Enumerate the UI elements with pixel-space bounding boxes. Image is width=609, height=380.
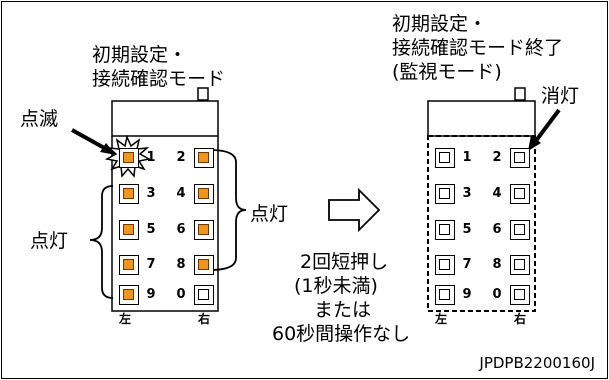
- center-line1: 2回短押し: [300, 251, 389, 273]
- left-led-number-6: 6: [176, 222, 186, 237]
- right-brace: [209, 149, 247, 271]
- transition-arrow: [328, 187, 381, 233]
- right-led-number-5: 5: [462, 222, 472, 237]
- off-arrow-head: [528, 135, 541, 151]
- right-led-number-6: 6: [492, 222, 502, 237]
- right-led-number-8: 8: [492, 257, 502, 272]
- right-led-9: [435, 285, 455, 305]
- right-led-3: [435, 184, 455, 204]
- figure-code: JPDPB2200160J: [479, 354, 595, 372]
- left-side-label: 左: [119, 312, 132, 326]
- right-led-number-7: 7: [462, 257, 472, 272]
- right-led-number-1: 1: [462, 150, 472, 165]
- right-device-dashed-outline: [427, 135, 536, 312]
- right-side-label: 右: [198, 312, 211, 326]
- left-led-number-3: 3: [146, 186, 156, 201]
- label-lit-right: 点灯: [250, 203, 289, 225]
- label-off: 消灯: [541, 85, 580, 107]
- left-led-1: [119, 148, 139, 168]
- right-led-number-0: 0: [492, 287, 502, 302]
- left-led-number-8: 8: [176, 257, 186, 272]
- right-led-0: [510, 285, 530, 305]
- left-title-line2: 接続確認モード: [92, 68, 226, 90]
- left-led-6: [194, 220, 214, 240]
- left-brace: [89, 185, 114, 299]
- left-led-4: [194, 184, 214, 204]
- left-title-line1: 初期設定・: [92, 44, 188, 66]
- left-led-0: [194, 285, 214, 305]
- off-arrow-line: [533, 108, 561, 144]
- left-led-number-5: 5: [146, 222, 156, 237]
- right-title-line1: 初期設定・: [392, 13, 488, 35]
- left-led-number-7: 7: [146, 257, 156, 272]
- right-led-2: [510, 148, 530, 168]
- right-led-7: [435, 255, 455, 275]
- left-device-top: [111, 100, 219, 137]
- right-led-number-9: 9: [462, 287, 472, 302]
- right-panel-right-side-label: 右: [514, 312, 527, 326]
- left-device-body: [111, 136, 219, 312]
- blink-arrow-line: [71, 128, 109, 152]
- right-led-8: [510, 255, 530, 275]
- left-led-7: [119, 255, 139, 275]
- left-led-number-0: 0: [176, 287, 186, 302]
- left-device-tab: [197, 87, 209, 101]
- left-led-number-4: 4: [176, 186, 186, 201]
- left-led-number-9: 9: [146, 287, 156, 302]
- center-line3: または: [314, 299, 372, 321]
- left-led-2: [194, 148, 214, 168]
- left-led-3: [119, 184, 139, 204]
- left-led-9: [119, 285, 139, 305]
- left-led-8: [194, 255, 214, 275]
- right-led-4: [510, 184, 530, 204]
- right-panel-left-side-label: 左: [435, 312, 448, 326]
- right-led-number-4: 4: [492, 186, 502, 201]
- center-line2: (1秒未満): [294, 275, 378, 297]
- right-led-number-3: 3: [462, 186, 472, 201]
- right-device-tab: [514, 87, 526, 101]
- right-led-6: [510, 220, 530, 240]
- right-title-line3: (監視モード): [392, 61, 502, 83]
- right-led-1: [435, 148, 455, 168]
- right-title-line2: 接続確認モード終了: [392, 37, 564, 59]
- left-led-number-1: 1: [146, 150, 156, 165]
- left-led-5: [119, 220, 139, 240]
- label-lit-left: 点灯: [30, 230, 69, 252]
- right-led-5: [435, 220, 455, 240]
- left-led-number-2: 2: [176, 150, 186, 165]
- blink-arrow-head: [100, 143, 116, 155]
- right-led-number-2: 2: [492, 150, 502, 165]
- center-line4: 60秒間操作なし: [272, 323, 411, 345]
- label-blink: 点滅: [20, 108, 59, 130]
- right-device-top: [427, 100, 536, 137]
